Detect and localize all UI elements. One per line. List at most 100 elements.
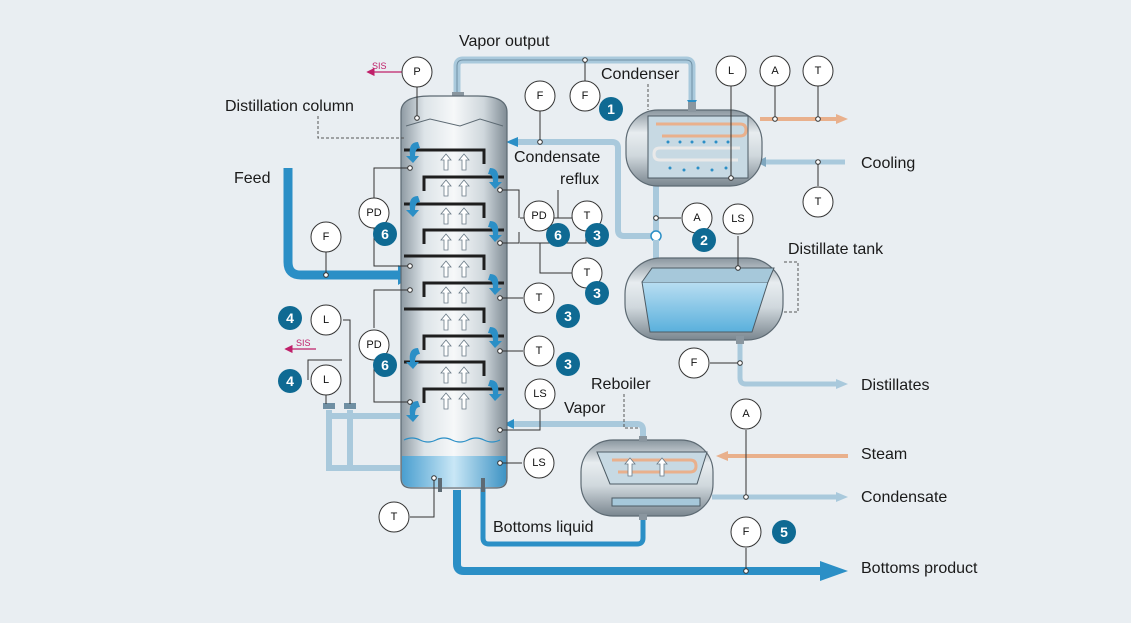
svg-text:L: L [323,314,329,326]
reflux-junction [650,230,662,242]
label-condensate-reflux-line2: reflux [560,171,599,188]
svg-text:LS: LS [731,213,744,225]
label-distillates: Distillates [861,377,929,394]
junction-dots [323,57,821,574]
svg-text:T: T [815,65,822,77]
badge-3a: 3 [585,223,609,247]
badge-4a: 4 [278,306,302,330]
label-bottoms-liquid: Bottoms liquid [493,519,594,536]
svg-text:T: T [584,267,591,279]
signal-lines [307,60,819,571]
label-vapor-output: Vapor output [459,33,550,50]
label-distillate-tank: Distillate tank [788,241,884,258]
instrument-pd-lower: PD [358,329,390,361]
instrument-t-cooling: T [802,186,834,218]
label-condensate-reflux-line1: Condensate [514,149,600,166]
column-trays [404,148,504,403]
svg-text:LS: LS [533,388,546,400]
steam-arrow [716,451,728,461]
text-labels: Vapor output Condenser Distillation colu… [225,33,978,577]
instrument-a-reboiler: A [730,398,762,430]
instrument-t-tray3: T [523,282,555,314]
svg-text:PD: PD [531,210,546,222]
badge-6c: 6 [373,353,397,377]
svg-text:F: F [537,90,544,102]
svg-text:P: P [413,66,420,78]
svg-text:T: T [815,196,822,208]
reboiler-vapor-arrow [504,419,514,429]
reflux-arrow [506,137,518,147]
instrument-ls-distillate: LS [722,203,754,235]
badge-1: 1 [599,97,623,121]
svg-text:4: 4 [286,310,294,326]
instrument-f-reflux-a: F [524,80,556,112]
distillates-arrow [836,379,848,389]
instrument-t-tray4: T [523,335,555,367]
sis-top-label: SIS [372,61,387,71]
instrument-l-upper: L [310,304,342,336]
instrument-f-distillate: F [678,347,710,379]
svg-text:F: F [323,231,330,243]
vapor-output-pipe-edge [456,59,693,100]
instrument-ls-column-b: LS [523,447,555,479]
reboiler-vessel [580,436,714,520]
instrument-bubbles: P F F L A T T PD PD PD F T T T T A LS F … [310,55,834,548]
badge-3d: 3 [556,352,580,376]
bottoms-product-pipe [453,490,822,575]
level-gauge-pipe-a [326,410,400,471]
distillates-pipe [737,338,838,387]
label-vapor: Vapor [564,400,606,417]
badge-4b: 4 [278,369,302,393]
instrument-p-top: P [401,56,433,88]
label-steam: Steam [861,446,907,463]
distillate-tank [624,257,784,344]
svg-text:F: F [743,526,750,538]
svg-text:4: 4 [286,373,294,389]
sis-left-label: SIS [296,338,311,348]
condenser-vessel [625,102,763,187]
svg-text:PD: PD [366,339,381,351]
svg-text:L: L [323,374,329,386]
svg-text:T: T [391,511,398,523]
reboiler-vapor-pipe [512,421,646,440]
svg-text:3: 3 [564,308,572,324]
instrument-t-condenser: T [802,55,834,87]
condenser-outlet-arrow [836,114,848,124]
instrument-a-condenser: A [759,55,791,87]
svg-text:1: 1 [607,101,615,117]
instrument-l-lower: L [310,364,342,396]
svg-text:PD: PD [366,207,381,219]
instrument-f-bottoms: F [730,516,762,548]
svg-text:3: 3 [593,285,601,301]
svg-text:A: A [693,212,701,224]
instrument-l-condenser: L [715,55,747,87]
label-condensate: Condensate [861,489,947,506]
svg-text:5: 5 [780,524,788,540]
instrument-pd-mid: PD [523,200,555,232]
svg-text:LS: LS [532,457,545,469]
distillation-column [400,92,508,492]
feed-pipe [283,168,400,280]
instrument-f-feed: F [310,221,342,253]
label-bottoms-product: Bottoms product [861,560,978,577]
liquid-downcomer-arrows [406,142,502,422]
vapor-flow-arrows [440,153,470,410]
instrument-a-distillate: A [681,202,713,234]
label-reboiler: Reboiler [591,376,651,393]
svg-text:L: L [728,65,734,77]
svg-text:T: T [584,210,591,222]
svg-text:6: 6 [554,227,562,243]
badge-2: 2 [692,228,716,252]
bottoms-product-arrow [820,561,848,581]
instrument-pd-upper: PD [358,197,390,229]
svg-text:3: 3 [564,356,572,372]
svg-text:3: 3 [593,227,601,243]
level-gauge-flange-b [344,403,356,409]
level-gauge-flange-a [323,403,335,409]
badge-3b: 3 [585,281,609,305]
dashed-callouts [317,84,799,429]
badge-6a: 6 [373,222,397,246]
label-cooling: Cooling [861,155,915,172]
badge-6b: 6 [546,223,570,247]
